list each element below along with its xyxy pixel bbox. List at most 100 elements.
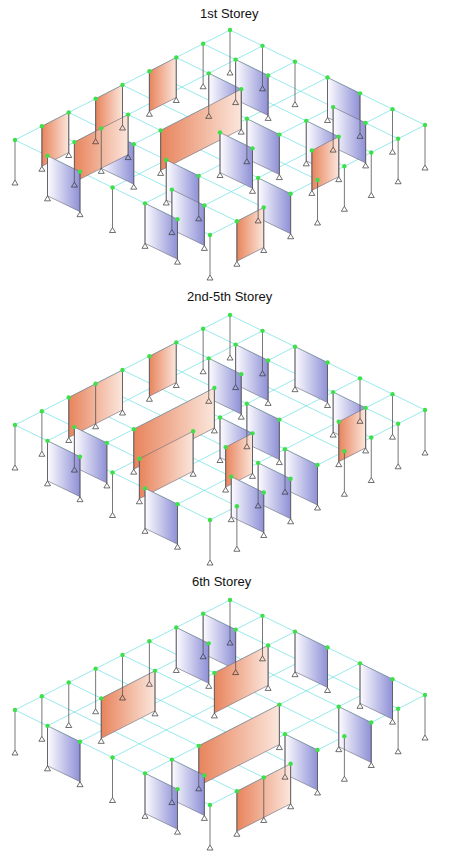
joint-dot — [337, 419, 341, 423]
storey-title: 1st Storey — [198, 6, 261, 21]
support-symbol — [196, 216, 202, 221]
column — [392, 109, 393, 149]
joint-dot — [293, 59, 297, 63]
support-symbol — [233, 100, 239, 105]
joint-dot — [369, 435, 373, 439]
joint-dot — [78, 169, 82, 173]
shear-wall — [48, 441, 81, 497]
support-symbol — [261, 818, 267, 823]
joint-dot — [358, 376, 362, 380]
column — [230, 600, 231, 640]
shear-wall — [145, 203, 178, 259]
support-symbol — [303, 161, 309, 166]
support-symbol — [357, 703, 363, 708]
support-symbol — [422, 450, 428, 455]
joint-dot — [250, 431, 254, 435]
joint-dot — [396, 707, 400, 711]
joint-dot — [137, 457, 141, 461]
support-symbol — [200, 369, 206, 374]
joint-dot — [207, 71, 211, 75]
support-symbol — [315, 220, 321, 225]
shear-wall — [149, 343, 176, 397]
support-symbol — [315, 505, 321, 510]
column — [317, 465, 318, 505]
shear-wall — [199, 705, 280, 786]
joint-dot — [277, 132, 281, 136]
joint-dot — [13, 138, 17, 142]
shear-wall — [237, 764, 291, 832]
support-symbol — [255, 503, 261, 508]
column — [74, 427, 75, 467]
support-symbol — [341, 491, 347, 496]
support-symbol — [234, 261, 240, 266]
support-symbol — [244, 444, 250, 449]
support-symbol — [77, 782, 83, 787]
support-symbol — [200, 654, 206, 659]
support-symbol — [288, 804, 294, 809]
joint-dot — [67, 110, 71, 114]
column — [128, 115, 129, 155]
shear-wall — [339, 707, 372, 763]
support-symbol — [217, 173, 223, 178]
column — [47, 441, 48, 481]
joint-dot — [147, 69, 151, 73]
joint-dot — [170, 757, 174, 761]
column — [263, 493, 264, 533]
joint-dot — [325, 75, 329, 79]
joint-dot — [45, 154, 49, 158]
support-symbol — [265, 115, 271, 120]
support-symbol — [292, 387, 298, 392]
joint-dot — [110, 470, 114, 474]
column — [139, 459, 140, 499]
joint-dot — [40, 694, 44, 698]
column — [279, 420, 280, 460]
support-symbol — [142, 528, 148, 533]
support-symbol — [276, 460, 282, 465]
column — [149, 641, 150, 681]
column — [327, 363, 328, 403]
column — [204, 775, 205, 815]
support-symbol — [173, 668, 179, 673]
support-symbol — [98, 738, 104, 743]
support-symbol — [309, 190, 315, 195]
column — [149, 71, 150, 111]
joint-dot — [147, 639, 151, 643]
column — [285, 449, 286, 489]
joint-dot — [233, 627, 237, 631]
support-symbol — [255, 218, 261, 223]
support-symbol — [190, 471, 196, 476]
column — [398, 424, 399, 464]
joint-dot — [262, 775, 266, 779]
joint-dot — [250, 146, 254, 150]
joint-dot — [342, 164, 346, 168]
column — [214, 673, 215, 713]
joint-dot — [363, 121, 367, 125]
column — [68, 683, 69, 723]
joint-dot — [331, 390, 335, 394]
column — [333, 107, 334, 147]
joint-dot — [143, 486, 147, 490]
support-symbol — [120, 410, 126, 415]
support-symbol — [120, 125, 126, 130]
joint-dot — [229, 474, 233, 478]
joint-dot — [288, 192, 292, 196]
column — [338, 707, 339, 747]
support-symbol — [390, 719, 396, 724]
column — [171, 760, 172, 800]
column — [371, 153, 372, 193]
joint-dot — [99, 696, 103, 700]
support-symbol — [120, 695, 126, 700]
joint-dot — [120, 653, 124, 657]
support-symbol — [207, 560, 213, 565]
support-symbol — [325, 403, 331, 408]
joint-dot — [235, 789, 239, 793]
column — [311, 150, 312, 190]
joint-dot — [277, 702, 281, 706]
column — [425, 695, 426, 735]
joint-dot — [262, 205, 266, 209]
support-symbol — [136, 499, 142, 504]
support-symbol — [395, 179, 401, 184]
support-symbol — [422, 735, 428, 740]
joint-dot — [245, 402, 249, 406]
